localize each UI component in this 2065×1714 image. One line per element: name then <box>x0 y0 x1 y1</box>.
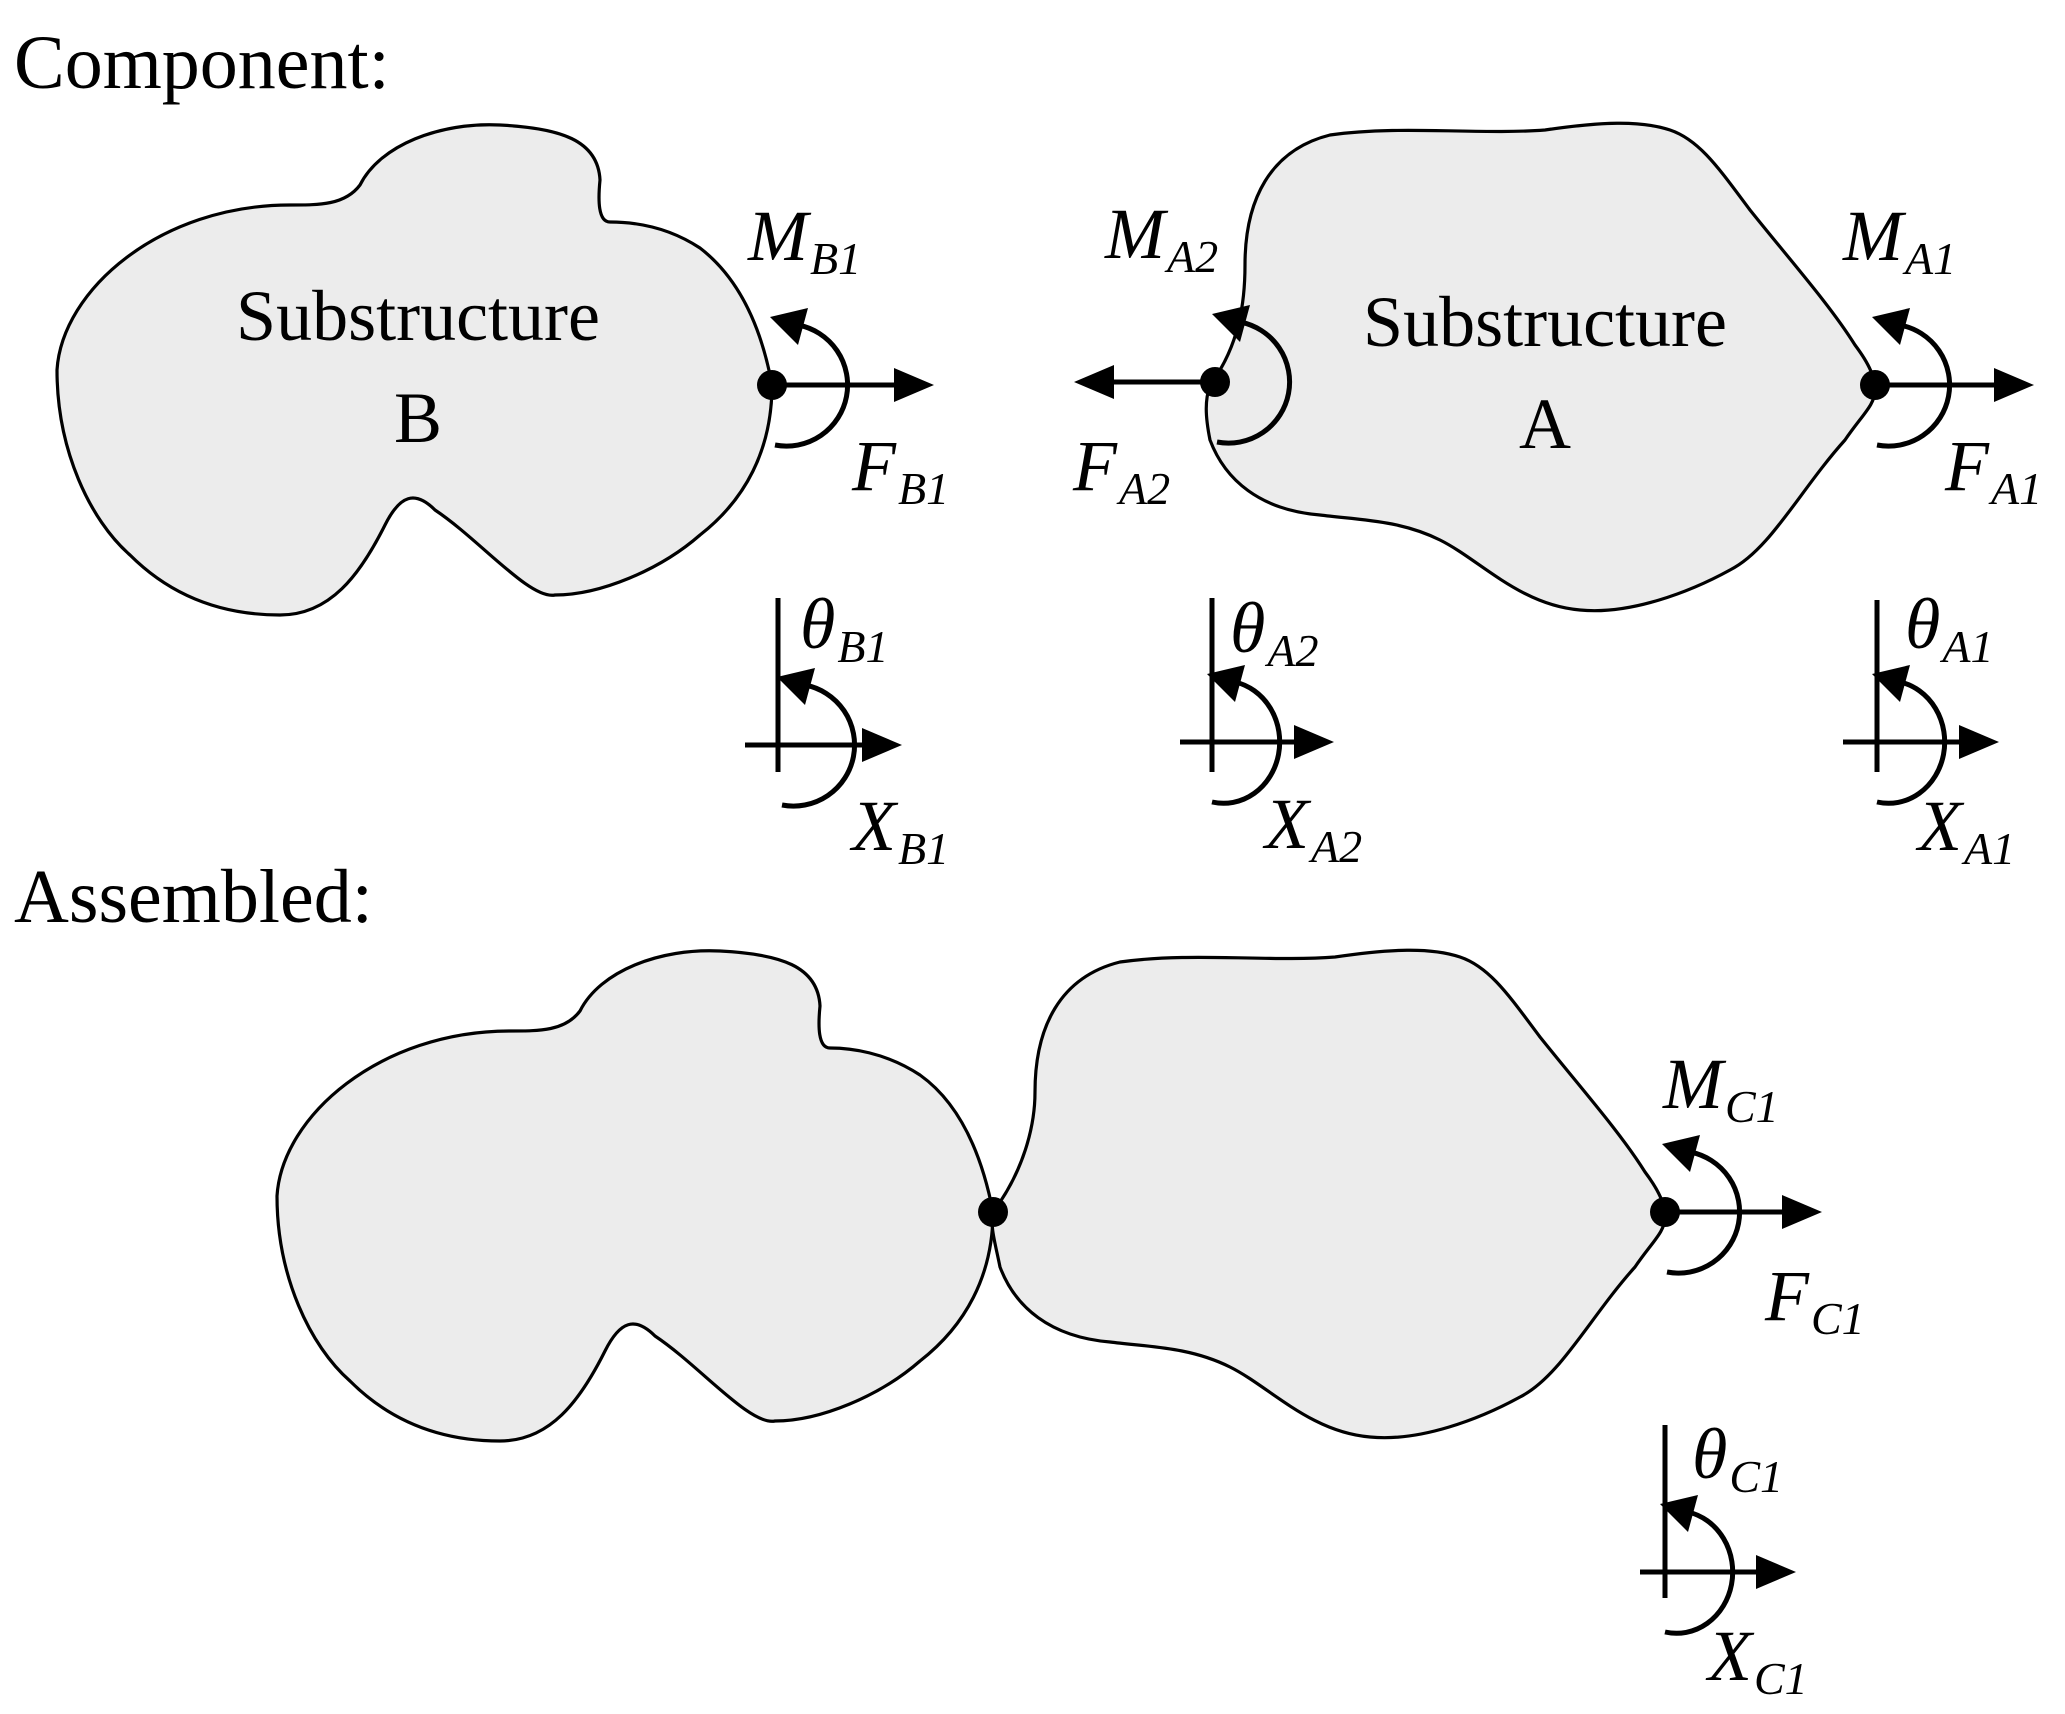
label-fa2: FA2 <box>1072 426 1170 514</box>
label-theta-a1: θA1 <box>1905 584 1993 672</box>
label-theta-c1: θC1 <box>1692 1414 1783 1502</box>
dof-b1-rotation-arrowhead <box>777 668 815 705</box>
moment-a1-arrowhead <box>1872 308 1910 345</box>
assembled-heading: Assembled: <box>14 855 373 939</box>
dof-symbol-c1 <box>1640 1425 1796 1636</box>
label-theta-a2: θA2 <box>1230 588 1318 676</box>
label-fc1: FC1 <box>1764 1256 1865 1344</box>
component-heading: Component: <box>14 21 390 105</box>
dof-a2-rotation-arrowhead <box>1207 665 1245 702</box>
substructure-b-name: Substructure <box>236 276 600 356</box>
moment-b1-arrowhead <box>770 308 808 345</box>
moment-a1-arc <box>1876 322 1953 449</box>
label-fa1: FA1 <box>1944 426 2042 514</box>
dof-a2-rotation-arc <box>1211 679 1283 806</box>
force-a2-arrowhead <box>1074 365 1114 399</box>
interface-a1 <box>1860 308 2034 449</box>
label-x-a1: XA1 <box>1915 786 2015 874</box>
label-fb1: FB1 <box>851 426 949 514</box>
dof-b1-rotation-arc <box>781 682 858 809</box>
dof-symbol-b1 <box>745 598 902 809</box>
interface-b1 <box>757 308 934 449</box>
moment-c1-arrowhead <box>1662 1135 1700 1172</box>
dof-b1-arrowhead <box>862 728 902 762</box>
substructure-a-name: Substructure <box>1363 282 1727 362</box>
label-mc1: MC1 <box>1662 1044 1779 1132</box>
interface-a2 <box>1074 305 1293 446</box>
dof-c1-rotation-arrowhead <box>1660 1495 1698 1532</box>
assembled-substructure-b-shape <box>275 949 995 1443</box>
dof-a1-arrowhead <box>1959 725 1999 759</box>
dof-symbol-a1 <box>1843 600 1999 806</box>
dof-a1-rotation-arrowhead <box>1872 665 1910 702</box>
moment-a2-arrowhead <box>1212 305 1250 342</box>
substructure-b-letter: B <box>394 378 442 458</box>
label-x-c1: XC1 <box>1705 1616 1808 1704</box>
assembled-coupling-node <box>978 1197 1008 1227</box>
label-ma2: MA2 <box>1104 194 1218 282</box>
force-c1-arrowhead <box>1782 1195 1822 1229</box>
substructure-b-shape <box>55 123 774 617</box>
moment-b1-arc <box>774 322 851 449</box>
dof-symbol-a2 <box>1180 598 1334 806</box>
label-theta-b1: θB1 <box>800 584 888 672</box>
dof-c1-rotation-arc <box>1664 1509 1736 1636</box>
interface-c1 <box>1650 1135 1822 1276</box>
dof-a1-rotation-arc <box>1876 679 1948 806</box>
substructure-a-letter: A <box>1519 384 1571 464</box>
label-x-a2: XA2 <box>1262 784 1362 872</box>
moment-a2-arc <box>1216 319 1293 446</box>
dof-c1-arrowhead <box>1756 1555 1796 1589</box>
dof-a2-arrowhead <box>1294 725 1334 759</box>
substructure-a-shape <box>1204 121 1877 613</box>
assembled-substructure-a-shape <box>990 948 1667 1440</box>
label-x-b1: XB1 <box>849 786 949 874</box>
force-a1-arrowhead <box>1994 368 2034 402</box>
force-b1-arrowhead <box>894 368 934 402</box>
label-ma1: MA1 <box>1842 196 1956 284</box>
label-mb1: MB1 <box>747 196 861 284</box>
moment-c1-arc <box>1666 1149 1743 1276</box>
